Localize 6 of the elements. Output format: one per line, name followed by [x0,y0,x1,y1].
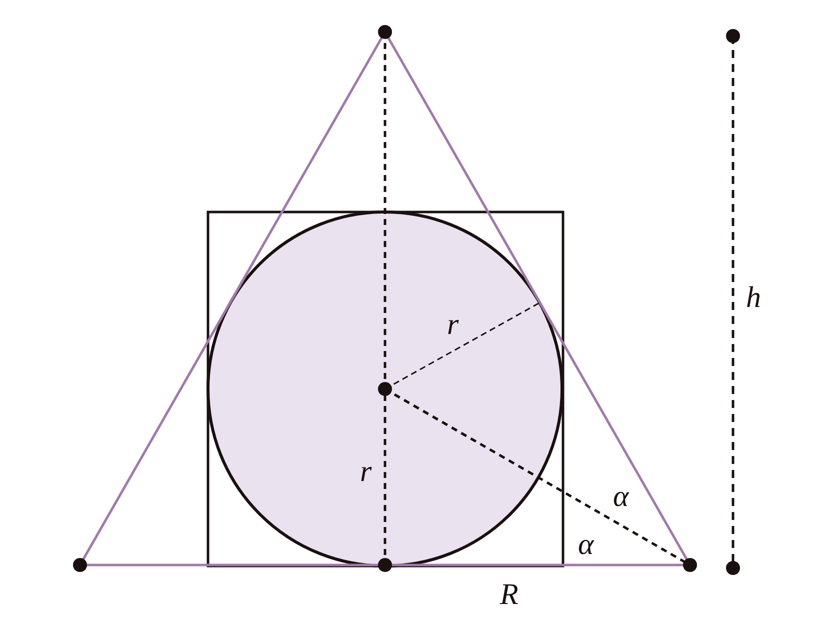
angle-label: α [613,482,629,512]
angle-label: α [578,530,594,560]
radius-label: r [360,457,372,487]
radius-label: r [447,310,459,340]
length-label: R [500,580,518,610]
height-label: h [746,283,761,313]
